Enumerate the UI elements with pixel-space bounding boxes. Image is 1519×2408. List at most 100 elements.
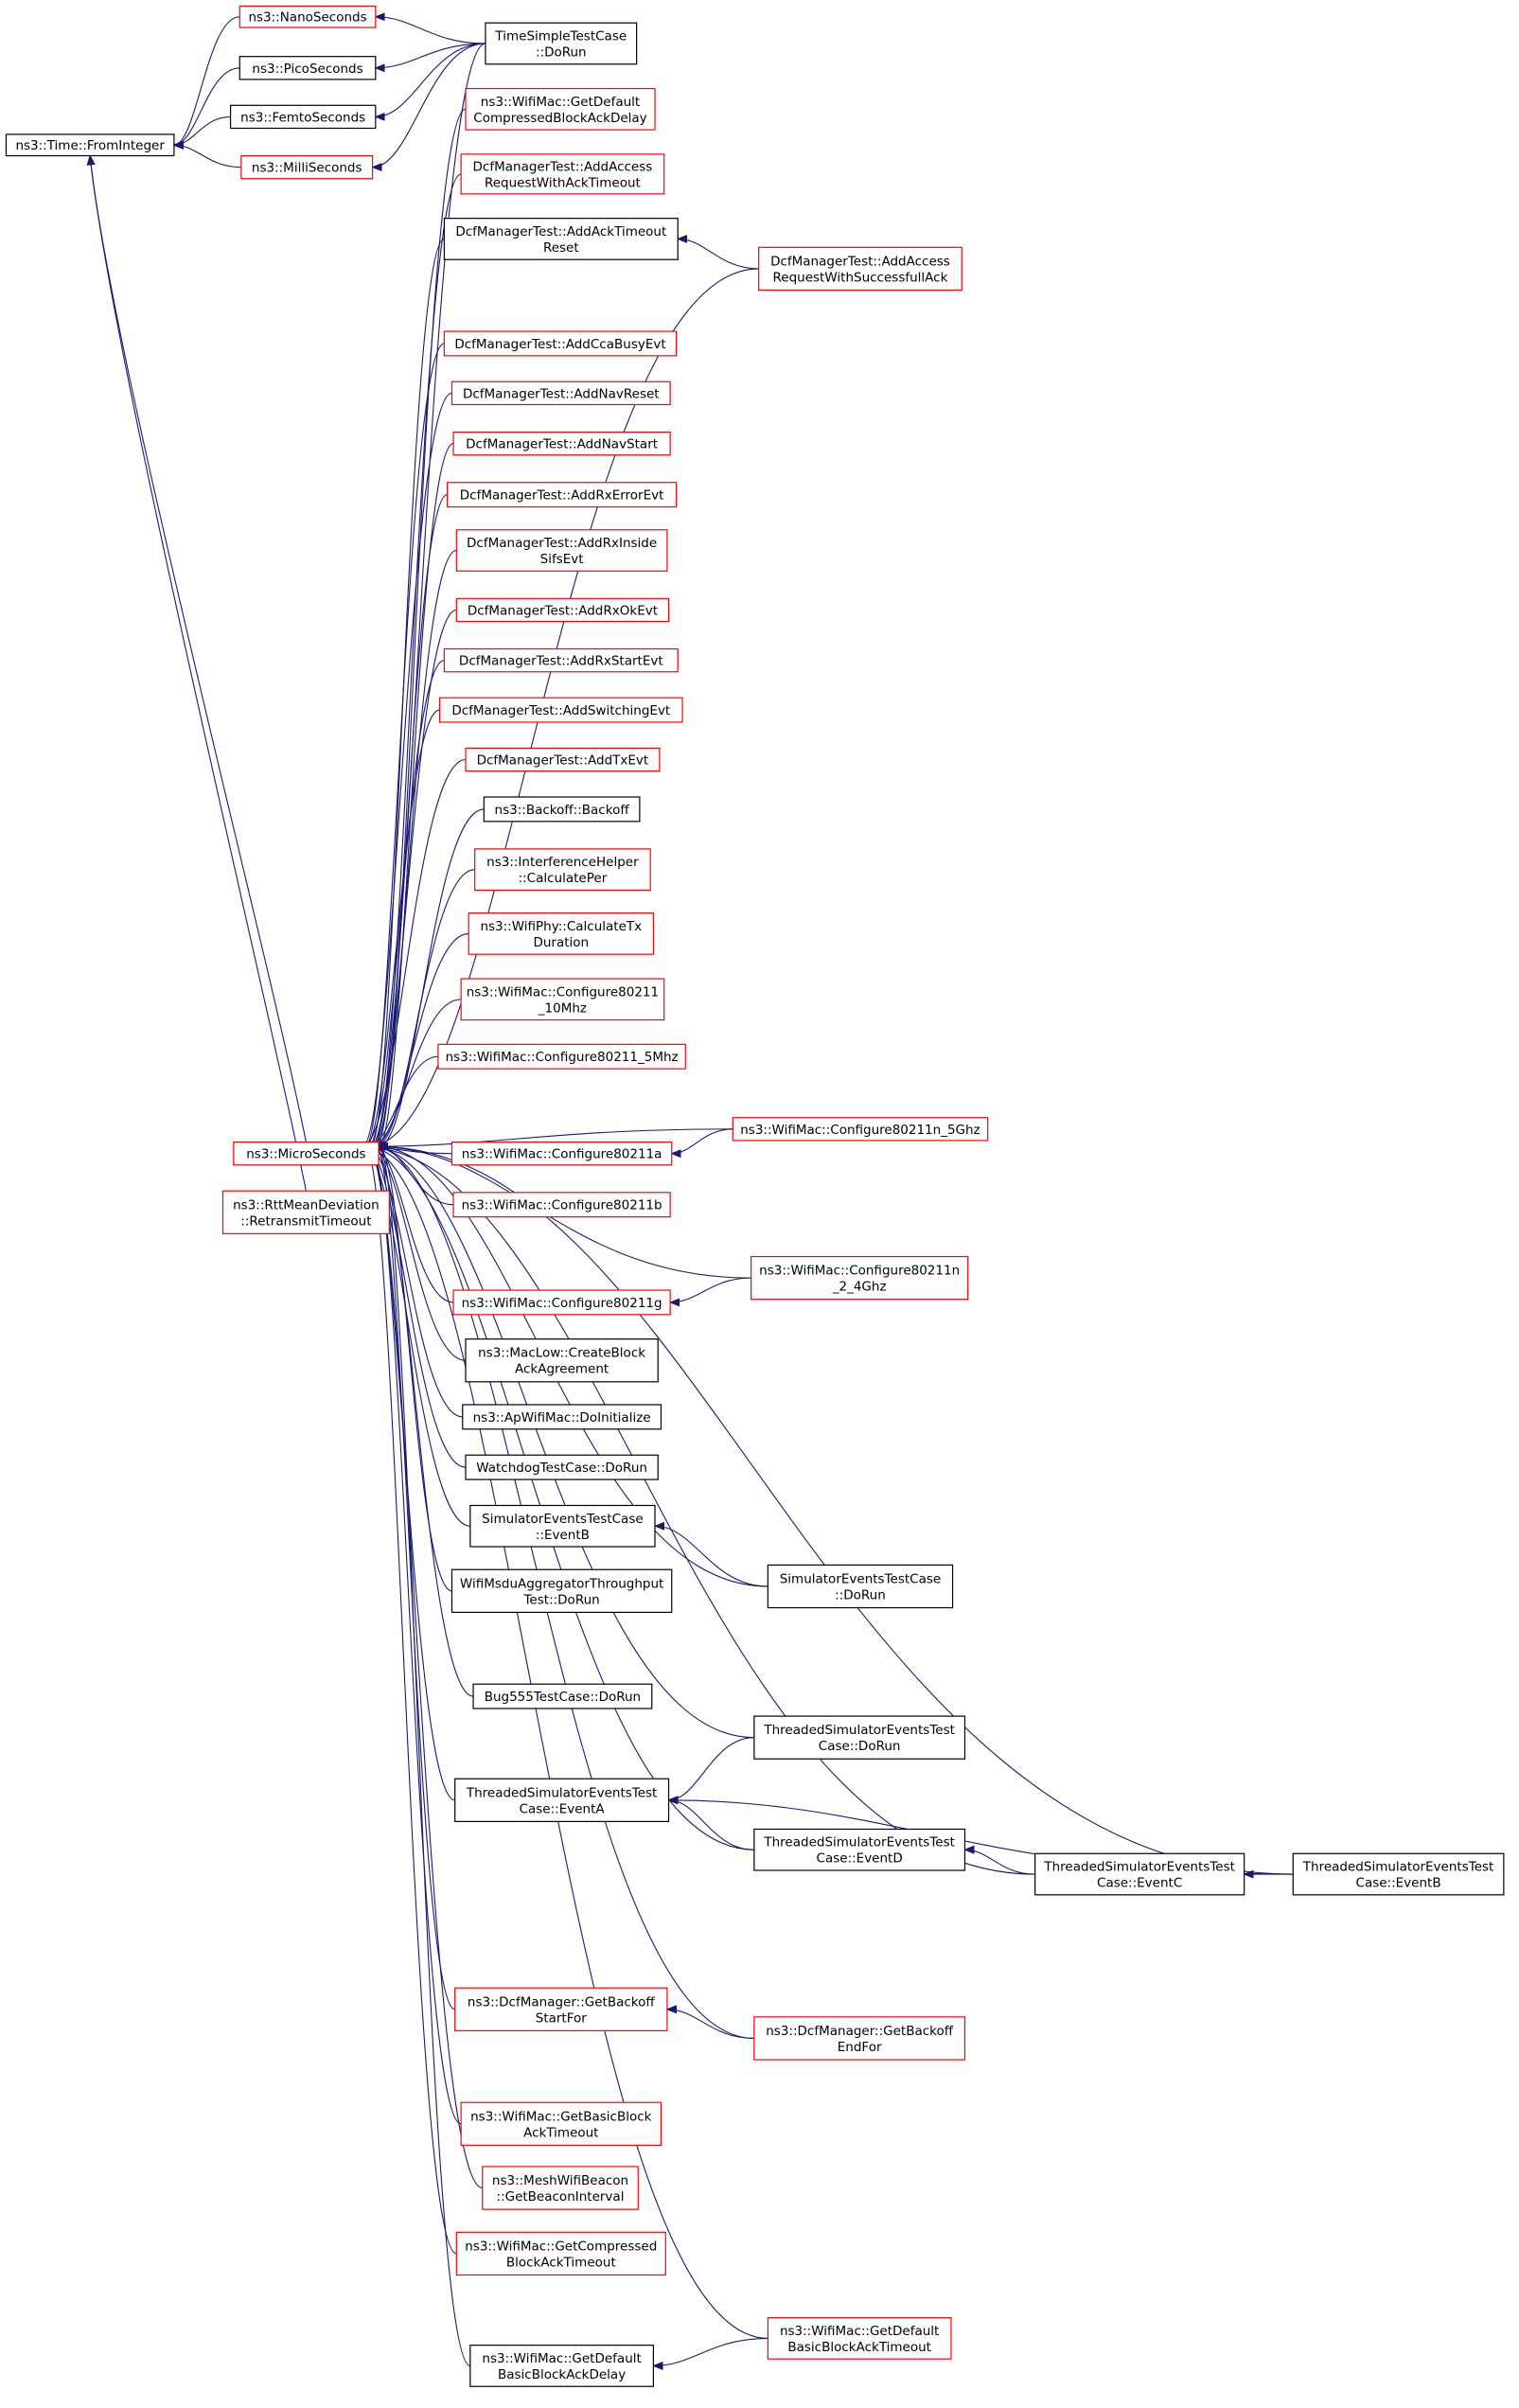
node-box[interactable] <box>460 978 665 1021</box>
node-box[interactable] <box>454 1778 670 1822</box>
node-box[interactable] <box>462 1404 662 1430</box>
graph-node[interactable]: SimulatorEventsTestCase::EventB <box>469 1504 656 1548</box>
graph-node[interactable]: WatchdogTestCase::DoRun <box>465 1454 659 1480</box>
graph-node[interactable]: ns3::WifiMac::Configure80211n_2_4Ghz <box>751 1255 969 1301</box>
node-box[interactable] <box>1292 1852 1505 1896</box>
node-box[interactable] <box>443 330 678 357</box>
node-box[interactable] <box>447 482 678 508</box>
node-box[interactable] <box>465 1454 659 1480</box>
node-box[interactable] <box>1034 1852 1245 1896</box>
node-box[interactable] <box>452 431 671 456</box>
node-box[interactable] <box>221 1190 390 1234</box>
node-box[interactable] <box>455 597 670 623</box>
graph-node[interactable]: DcfManagerTest::AddAccessRequestWithAckT… <box>460 153 665 195</box>
node-box[interactable] <box>753 1715 966 1760</box>
node-box[interactable] <box>238 56 377 80</box>
node-box[interactable] <box>452 1289 671 1316</box>
node-box[interactable] <box>452 1192 671 1218</box>
graph-node[interactable]: ns3::Time::FromInteger <box>5 133 175 157</box>
graph-node[interactable]: ns3::RttMeanDeviation::RetransmitTimeout <box>221 1190 390 1234</box>
node-box[interactable] <box>240 154 374 180</box>
graph-node[interactable]: DcfManagerTest::AddAccessRequestWithSucc… <box>758 246 963 292</box>
graph-node[interactable]: ns3::WifiMac::Configure80211_5Mhz <box>437 1043 686 1070</box>
node-box[interactable] <box>753 2016 966 2061</box>
node-box[interactable] <box>460 153 665 195</box>
node-box[interactable] <box>465 1338 659 1383</box>
node-box[interactable] <box>454 1987 668 2031</box>
graph-node[interactable]: ns3::WifiMac::Configure80211_10Mhz <box>460 978 665 1021</box>
graph-node[interactable]: TimeSimpleTestCase::DoRun <box>485 22 638 65</box>
node-box[interactable] <box>450 1141 673 1166</box>
graph-node[interactable]: ns3::MilliSeconds <box>240 154 374 180</box>
graph-node[interactable]: ns3::WifiMac::GetCompressedBlockAckTimeo… <box>455 2231 666 2276</box>
node-box[interactable] <box>450 1568 673 1613</box>
node-box[interactable] <box>437 1043 686 1070</box>
node-box[interactable] <box>474 848 651 892</box>
graph-node[interactable]: ns3::WifiMac::Configure80211a <box>450 1141 673 1166</box>
graph-node[interactable]: DcfManagerTest::AddRxStartEvt <box>443 647 679 673</box>
graph-node[interactable]: ns3::WifiMac::Configure80211g <box>452 1289 671 1316</box>
graph-node[interactable]: Bug555TestCase::DoRun <box>472 1683 653 1709</box>
node-box[interactable] <box>469 1504 656 1548</box>
node-box[interactable] <box>483 796 641 823</box>
graph-node[interactable]: DcfManagerTest::AddSwitchingEvt <box>438 697 683 723</box>
graph-node[interactable]: DcfManagerTest::AddTxEvt <box>465 747 661 772</box>
graph-node[interactable]: ns3::InterferenceHelper::CalculatePer <box>474 848 651 892</box>
node-box[interactable] <box>468 912 654 955</box>
node-box[interactable] <box>482 2166 639 2210</box>
node-box[interactable] <box>751 1255 969 1301</box>
node-box[interactable] <box>238 5 377 28</box>
graph-node[interactable]: DcfManagerTest::AddNavStart <box>452 431 671 456</box>
node-box[interactable] <box>443 218 679 260</box>
graph-node[interactable]: DcfManagerTest::AddRxOkEvt <box>455 597 670 623</box>
node-box[interactable] <box>767 1564 954 1609</box>
node-box[interactable] <box>485 22 638 65</box>
node-box[interactable] <box>465 747 661 772</box>
graph-node[interactable]: ns3::WifiMac::Configure80211n_5Ghz <box>732 1117 989 1142</box>
node-box[interactable] <box>753 1828 966 1871</box>
graph-node[interactable]: DcfManagerTest::AddRxErrorEvt <box>447 482 678 508</box>
graph-node[interactable]: DcfManagerTest::AddNavReset <box>450 381 671 406</box>
node-box[interactable] <box>229 104 377 130</box>
node-box[interactable] <box>460 2101 662 2146</box>
graph-node[interactable]: ns3::PicoSeconds <box>238 56 377 80</box>
node-box[interactable] <box>465 87 656 131</box>
graph-node[interactable]: ns3::WifiMac::GetDefaultBasicBlockAckDel… <box>469 2345 654 2387</box>
node-box[interactable] <box>443 647 679 673</box>
graph-node[interactable]: ns3::WifiMac::Configure80211b <box>452 1192 671 1218</box>
node-box[interactable] <box>732 1117 989 1142</box>
node-box[interactable] <box>5 133 175 157</box>
node-box[interactable] <box>233 1141 380 1166</box>
graph-node[interactable]: DcfManagerTest::AddCcaBusyEvt <box>443 330 678 357</box>
graph-node[interactable]: ns3::MeshWifiBeacon::GetBeaconInterval <box>482 2166 639 2210</box>
graph-node[interactable]: ns3::MicroSeconds <box>233 1141 380 1166</box>
graph-node[interactable]: ns3::NanoSeconds <box>238 5 377 28</box>
node-box[interactable] <box>438 697 683 723</box>
node-box[interactable] <box>455 2231 666 2276</box>
node-box[interactable] <box>758 246 963 292</box>
node-box[interactable] <box>472 1683 653 1709</box>
node-box[interactable] <box>455 529 668 572</box>
node-box[interactable] <box>450 381 671 406</box>
graph-node[interactable]: ns3::WifiMac::GetDefaultBasicBlockAckTim… <box>767 2317 952 2360</box>
graph-node[interactable]: ns3::WifiMac::GetDefaultCompressedBlockA… <box>465 87 656 131</box>
node-box[interactable] <box>469 2345 654 2387</box>
graph-node[interactable]: ns3::Backoff::Backoff <box>483 796 641 823</box>
graph-node[interactable]: ns3::ApWifiMac::DoInitialize <box>462 1404 662 1430</box>
node-box[interactable] <box>767 2317 952 2360</box>
graph-node[interactable]: ns3::FemtoSeconds <box>229 104 377 130</box>
graph-node[interactable]: SimulatorEventsTestCase::DoRun <box>767 1564 954 1609</box>
